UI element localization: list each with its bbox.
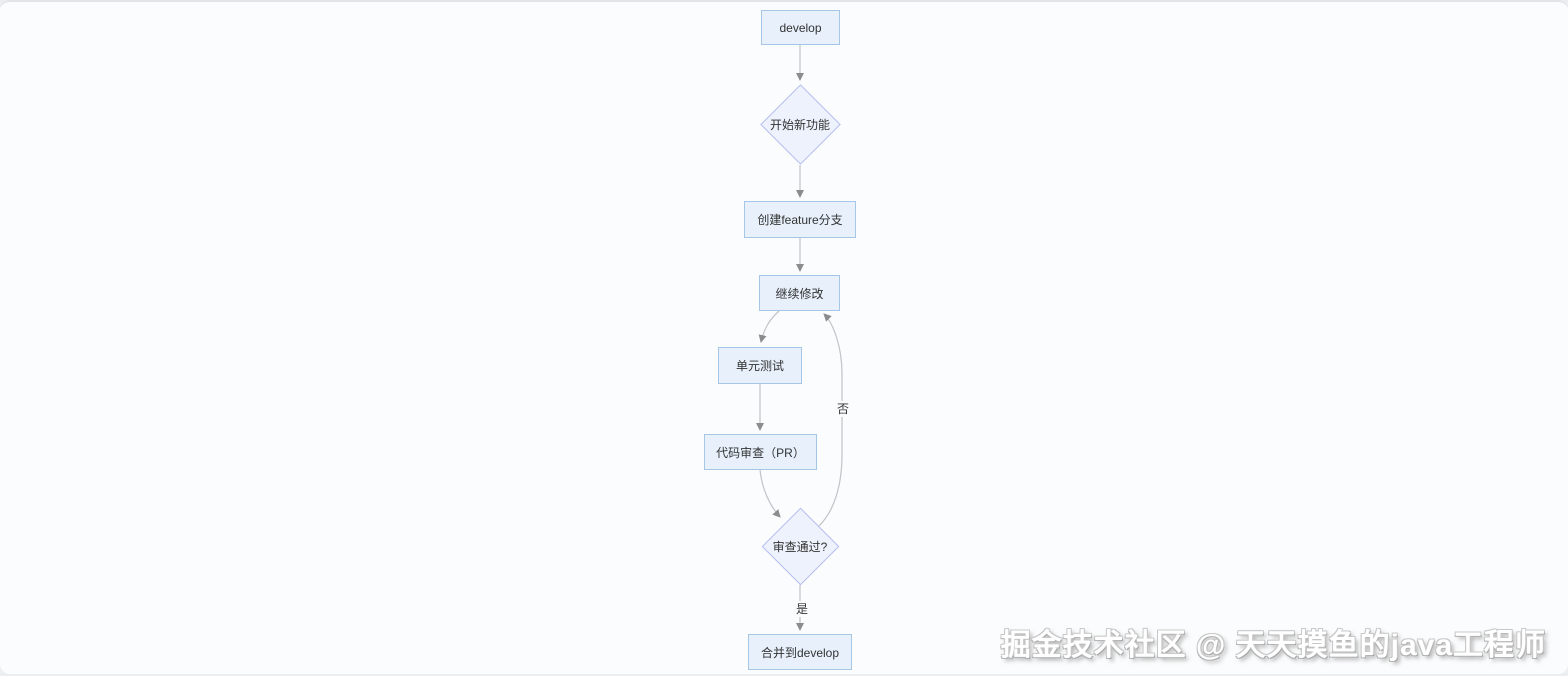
node-start-feature-label: 开始新功能: [770, 116, 830, 133]
node-unit-test-label: 单元测试: [736, 357, 784, 374]
watermark-text: 掘金技术社区 @ 天天摸鱼的java工程师: [1001, 620, 1546, 664]
node-create-feature-branch: 创建feature分支: [744, 201, 856, 238]
node-review-pass-label: 审查通过?: [773, 538, 828, 555]
node-develop-label: develop: [779, 21, 821, 35]
node-merge-to-develop: 合并到develop: [748, 634, 852, 670]
node-continue-edit: 继续修改: [759, 275, 840, 311]
node-unit-test: 单元测试: [718, 347, 802, 384]
node-start-feature: 开始新功能: [760, 84, 840, 164]
node-code-review-pr: 代码审查（PR）: [704, 434, 817, 470]
node-continue-edit-label: 继续修改: [775, 285, 823, 302]
node-review-pass: 审查通过?: [761, 507, 839, 585]
node-code-review-label: 代码审查（PR）: [716, 444, 805, 461]
edge-label-no: 否: [834, 401, 852, 417]
node-create-branch-label: 创建feature分支: [757, 211, 842, 228]
node-merge-develop-label: 合并到develop: [761, 644, 839, 661]
edge-review-pass-no-to-continue: [819, 314, 842, 526]
node-develop: develop: [761, 10, 840, 45]
edge-label-yes: 是: [793, 601, 811, 617]
edge-continue-to-unit-test: [761, 311, 779, 342]
